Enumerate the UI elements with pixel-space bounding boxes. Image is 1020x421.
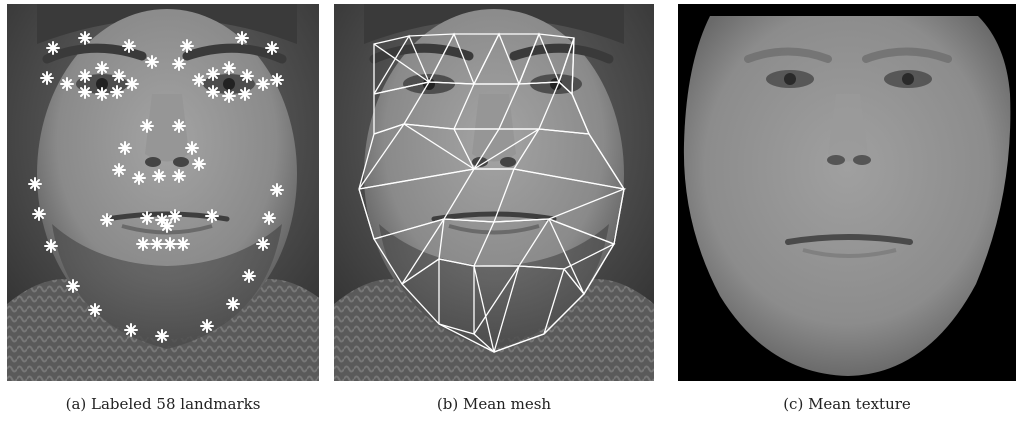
caption-c: (c) Mean texture [783,395,911,413]
mean-mesh-image [334,4,656,381]
mean-texture-image [678,4,1016,381]
caption-a: (a) Labeled 58 landmarks [66,395,261,413]
face-landmarks-image [7,4,319,381]
caption-b: (b) Mean mesh [437,395,551,413]
